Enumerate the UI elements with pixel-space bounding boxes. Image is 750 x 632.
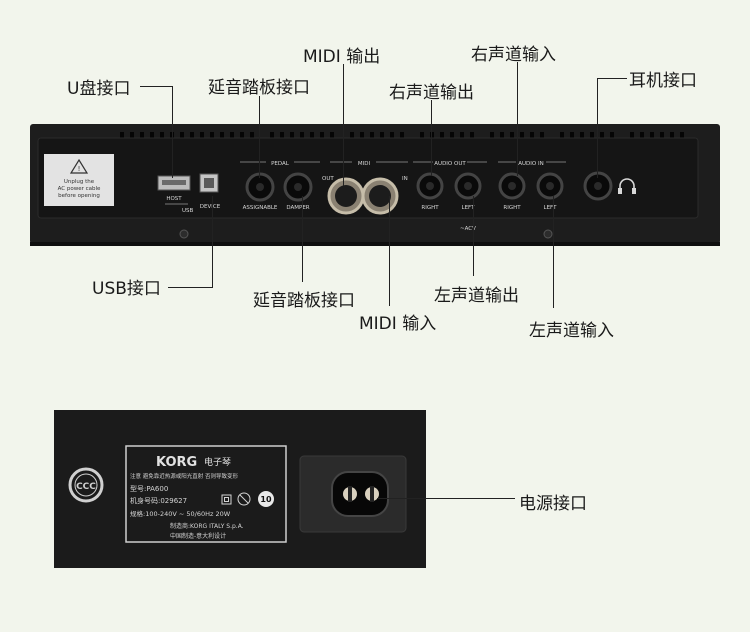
- warning-sticker: [44, 154, 114, 206]
- pedal-label: PEDAL: [271, 161, 290, 167]
- host-label: HOST: [166, 196, 182, 202]
- audio-out-right-label: RIGHT: [421, 205, 439, 211]
- audio-out-left-label: LEFT: [462, 205, 476, 211]
- serial-text: 机身号码:029627: [130, 496, 187, 505]
- label-plate: [125, 445, 287, 543]
- bottom-panel: CCC KORG 电子琴 注意 避免靠近热源或阳光直射 否则导致变形 型号:PA…: [54, 410, 426, 568]
- acv-label: ~ACV: [460, 226, 476, 232]
- leader-line: [377, 498, 515, 499]
- leader-line: [553, 196, 554, 308]
- midi-label: MIDI: [358, 161, 371, 167]
- audio-in-right-label: RIGHT: [503, 205, 521, 211]
- ccc-text: CCC: [76, 482, 96, 492]
- damper-label: DAMPER: [286, 205, 309, 211]
- left-audio-out-callout: 左声道输出: [434, 286, 519, 306]
- midi-out-callout: MIDI 输出: [303, 47, 381, 67]
- right-audio-in-callout: 右声道输入: [471, 45, 556, 65]
- rating-text: 10: [260, 495, 272, 504]
- notice-text: 注意 避免靠近热源或阳光直射 否则导致变形: [130, 472, 238, 480]
- origin-text: 中国制造-意大利设计: [170, 532, 226, 540]
- double-insulation-icon: [221, 494, 232, 505]
- leader-line: [389, 196, 390, 306]
- power-port-callout: 电源接口: [519, 494, 587, 514]
- screw: [543, 229, 553, 239]
- warning-line-2: AC power cable: [58, 186, 101, 192]
- headphone-callout: 耳机接口: [629, 71, 697, 91]
- headphone-icon: [619, 178, 635, 191]
- rear-panel: ! Unplug the AC power cable before openi…: [30, 124, 720, 246]
- screw: [179, 229, 189, 239]
- brand-text: KORG: [156, 455, 197, 470]
- leader-line: [168, 287, 213, 288]
- power-inlet: [331, 471, 389, 517]
- leader-line: [140, 86, 172, 87]
- leader-line: [212, 196, 213, 287]
- product-text: 电子琴: [204, 456, 231, 468]
- midi-in-label: IN: [402, 176, 408, 182]
- midi-out-label: OUT: [322, 176, 334, 182]
- audio-in-left-label: LEFT: [544, 205, 558, 211]
- leader-line: [431, 100, 432, 176]
- usb-label: USB: [182, 208, 194, 214]
- usb-port-callout: USB接口: [92, 279, 161, 299]
- leader-line: [259, 96, 260, 178]
- midi-in-callout: MIDI 输入: [359, 314, 437, 334]
- leader-line: [597, 78, 627, 79]
- spec-text: 规格:100-240V ~ 50/60Hz 20W: [130, 509, 231, 518]
- maker-text: 制造商:KORG ITALY S.p.A.: [170, 522, 244, 530]
- leader-line: [343, 64, 344, 186]
- sustain-pedal-callout-bottom: 延音踏板接口: [253, 291, 355, 311]
- svg-text:!: !: [78, 165, 81, 173]
- audio-out-label: AUDIO OUT: [434, 161, 466, 167]
- sustain-pedal-callout-top: 延音踏板接口: [208, 78, 310, 98]
- warning-line-3: before opening: [58, 193, 100, 199]
- audio-in-label: AUDIO IN: [518, 161, 543, 167]
- assignable-label: ASSIGNABLE: [243, 205, 278, 211]
- rating-badge: [258, 491, 274, 507]
- ccc-mark: [68, 467, 104, 503]
- leader-line: [517, 62, 518, 176]
- usb-drive-port-callout: U盘接口: [67, 79, 131, 99]
- model-text: 型号:PA600: [130, 484, 168, 493]
- disposal-icon: [237, 492, 251, 506]
- left-audio-in-callout: 左声道输入: [529, 321, 614, 341]
- leader-line: [597, 78, 598, 178]
- right-audio-out-callout: 右声道输出: [389, 83, 474, 103]
- leader-line: [302, 196, 303, 282]
- warning-line-1: Unplug the: [64, 179, 95, 185]
- leader-line: [172, 86, 173, 178]
- leader-line: [473, 196, 474, 276]
- device-label: DEVICE: [200, 204, 221, 210]
